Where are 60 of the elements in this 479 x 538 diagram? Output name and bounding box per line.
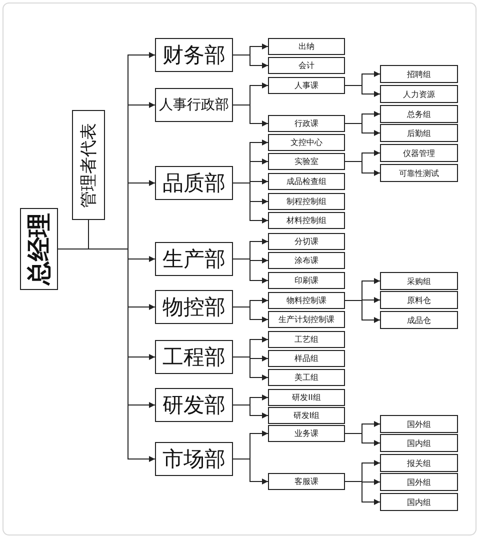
group-box: 国外组 bbox=[380, 415, 458, 433]
connector-arrow bbox=[344, 433, 380, 446]
connector-arrow bbox=[232, 356, 268, 380]
connector-arrow bbox=[344, 481, 380, 505]
department-box: 品质部 bbox=[155, 166, 233, 200]
connector-arrow bbox=[344, 161, 380, 176]
group-box: 国内组 bbox=[380, 434, 458, 452]
connector-arrow bbox=[232, 182, 268, 224]
department-box: 财务部 bbox=[155, 38, 233, 72]
connector-arrow bbox=[232, 258, 268, 284]
section-box: 分切课 bbox=[268, 233, 345, 250]
section-box: 涂布课 bbox=[268, 252, 345, 269]
representative-box: 管理者代表 bbox=[72, 110, 105, 220]
connector-arrow bbox=[232, 458, 268, 484]
connector-arrow bbox=[344, 300, 380, 323]
section-box: 样品组 bbox=[268, 350, 345, 367]
group-box: 国内组 bbox=[380, 493, 458, 511]
group-box: 原料仓 bbox=[380, 291, 458, 309]
connector-arrow bbox=[232, 404, 268, 418]
section-box: 美工组 bbox=[268, 369, 345, 386]
department-box: 市场部 bbox=[155, 442, 233, 476]
head-box: 总经理 bbox=[20, 208, 58, 290]
group-box: 招聘组 bbox=[380, 65, 458, 83]
section-box: 物料控制课 bbox=[268, 292, 345, 309]
connector-arrow bbox=[232, 306, 268, 322]
section-box: 制程控制组 bbox=[268, 193, 345, 210]
connector-arrow bbox=[344, 123, 380, 136]
connector-arrow bbox=[58, 248, 156, 462]
group-box: 后勤组 bbox=[380, 124, 458, 142]
section-box: 人事课 bbox=[268, 77, 345, 94]
group-box: 仪器管理 bbox=[380, 144, 458, 162]
section-box: 工艺组 bbox=[268, 331, 345, 348]
section-box: 实验室 bbox=[268, 153, 345, 170]
connector-arrow bbox=[344, 85, 380, 97]
group-box: 成品仓 bbox=[380, 311, 458, 329]
section-box: 材料控制组 bbox=[268, 212, 345, 229]
section-box: 印刷课 bbox=[268, 272, 345, 289]
department-box: 研发部 bbox=[155, 388, 233, 422]
section-box: 文控中心 bbox=[268, 134, 345, 151]
section-box: 研发I组 bbox=[268, 407, 345, 424]
department-box: 生产部 bbox=[155, 242, 233, 276]
group-box: 人力资源 bbox=[380, 85, 458, 103]
department-box: 物控部 bbox=[155, 290, 233, 324]
section-box: 业务课 bbox=[268, 425, 345, 442]
section-box: 客服课 bbox=[268, 473, 345, 490]
group-box: 报关组 bbox=[380, 454, 458, 472]
section-box: 行政课 bbox=[268, 115, 345, 132]
group-box: 采购组 bbox=[380, 272, 458, 290]
connector-arrow bbox=[232, 104, 268, 126]
section-box: 会计 bbox=[268, 57, 345, 74]
group-box: 可靠性测试 bbox=[380, 164, 458, 182]
group-box: 总务组 bbox=[380, 105, 458, 123]
group-box: 国外组 bbox=[380, 473, 458, 491]
section-box: 出纳 bbox=[268, 38, 345, 55]
department-box: 人事行政部 bbox=[155, 88, 233, 122]
connector-arrow bbox=[232, 54, 268, 68]
department-box: 工程部 bbox=[155, 340, 233, 374]
section-box: 研发II组 bbox=[268, 389, 345, 406]
section-box: 生产计划控制课 bbox=[268, 311, 345, 328]
section-box: 成品检查组 bbox=[268, 173, 345, 190]
